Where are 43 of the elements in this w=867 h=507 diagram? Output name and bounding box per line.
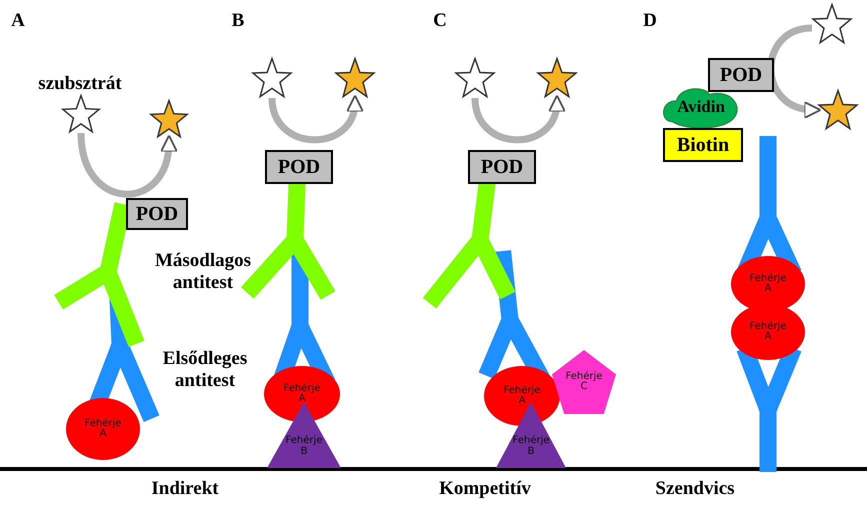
- panel-letter: C: [432, 10, 448, 32]
- protein-triangle: [267, 402, 341, 468]
- method-label: Indirekt: [150, 478, 220, 500]
- star-icon: [335, 58, 375, 98]
- star-icon: [455, 58, 495, 98]
- node-label: POD: [278, 156, 320, 178]
- method-label: Szendvics: [654, 478, 736, 500]
- method-label: Kompetitív: [438, 478, 532, 500]
- protein-label: Fehérje A: [748, 322, 788, 342]
- component-label: szubsztrát: [37, 73, 123, 95]
- enzyme-box: [708, 58, 774, 92]
- protein-label: Fehérje A: [282, 384, 322, 404]
- star-icon: [537, 58, 577, 98]
- curved-arrow: [768, 24, 822, 118]
- star-icon: [252, 58, 292, 98]
- star-icon: [150, 100, 188, 138]
- component-label: Másodlagos antitest: [154, 250, 252, 294]
- node-label: POD: [720, 64, 762, 86]
- protein-triangle: [496, 402, 566, 468]
- protein-circle: [264, 366, 340, 422]
- protein-label: Fehérje A: [748, 274, 788, 294]
- protein-label: Fehérje B: [284, 436, 324, 458]
- enzyme-box: [265, 150, 333, 184]
- protein-label: Fehérje B: [512, 436, 550, 458]
- enzyme-box: [663, 128, 743, 162]
- panel-letter: A: [10, 10, 26, 32]
- protein-label: Fehérje A: [502, 386, 542, 406]
- star-icon: [818, 90, 858, 130]
- panel-letter: B: [230, 10, 246, 32]
- panel-letter: D: [642, 10, 658, 32]
- star-icon: [812, 4, 852, 44]
- star-icon: [62, 95, 100, 133]
- enzyme-box: [126, 198, 188, 230]
- protein-label: Fehérje A: [84, 418, 122, 440]
- node-label: Biotin: [676, 134, 730, 156]
- node-label: Avidin: [677, 98, 725, 116]
- node-label: POD: [136, 204, 178, 224]
- component-label: Elsődleges antitest: [162, 348, 248, 392]
- enzyme-box: [468, 150, 536, 184]
- protein-label: Fehérje C: [564, 372, 604, 392]
- node-label: POD: [480, 156, 524, 178]
- protein-pentagon: [552, 350, 616, 414]
- protein-circle: [66, 398, 140, 460]
